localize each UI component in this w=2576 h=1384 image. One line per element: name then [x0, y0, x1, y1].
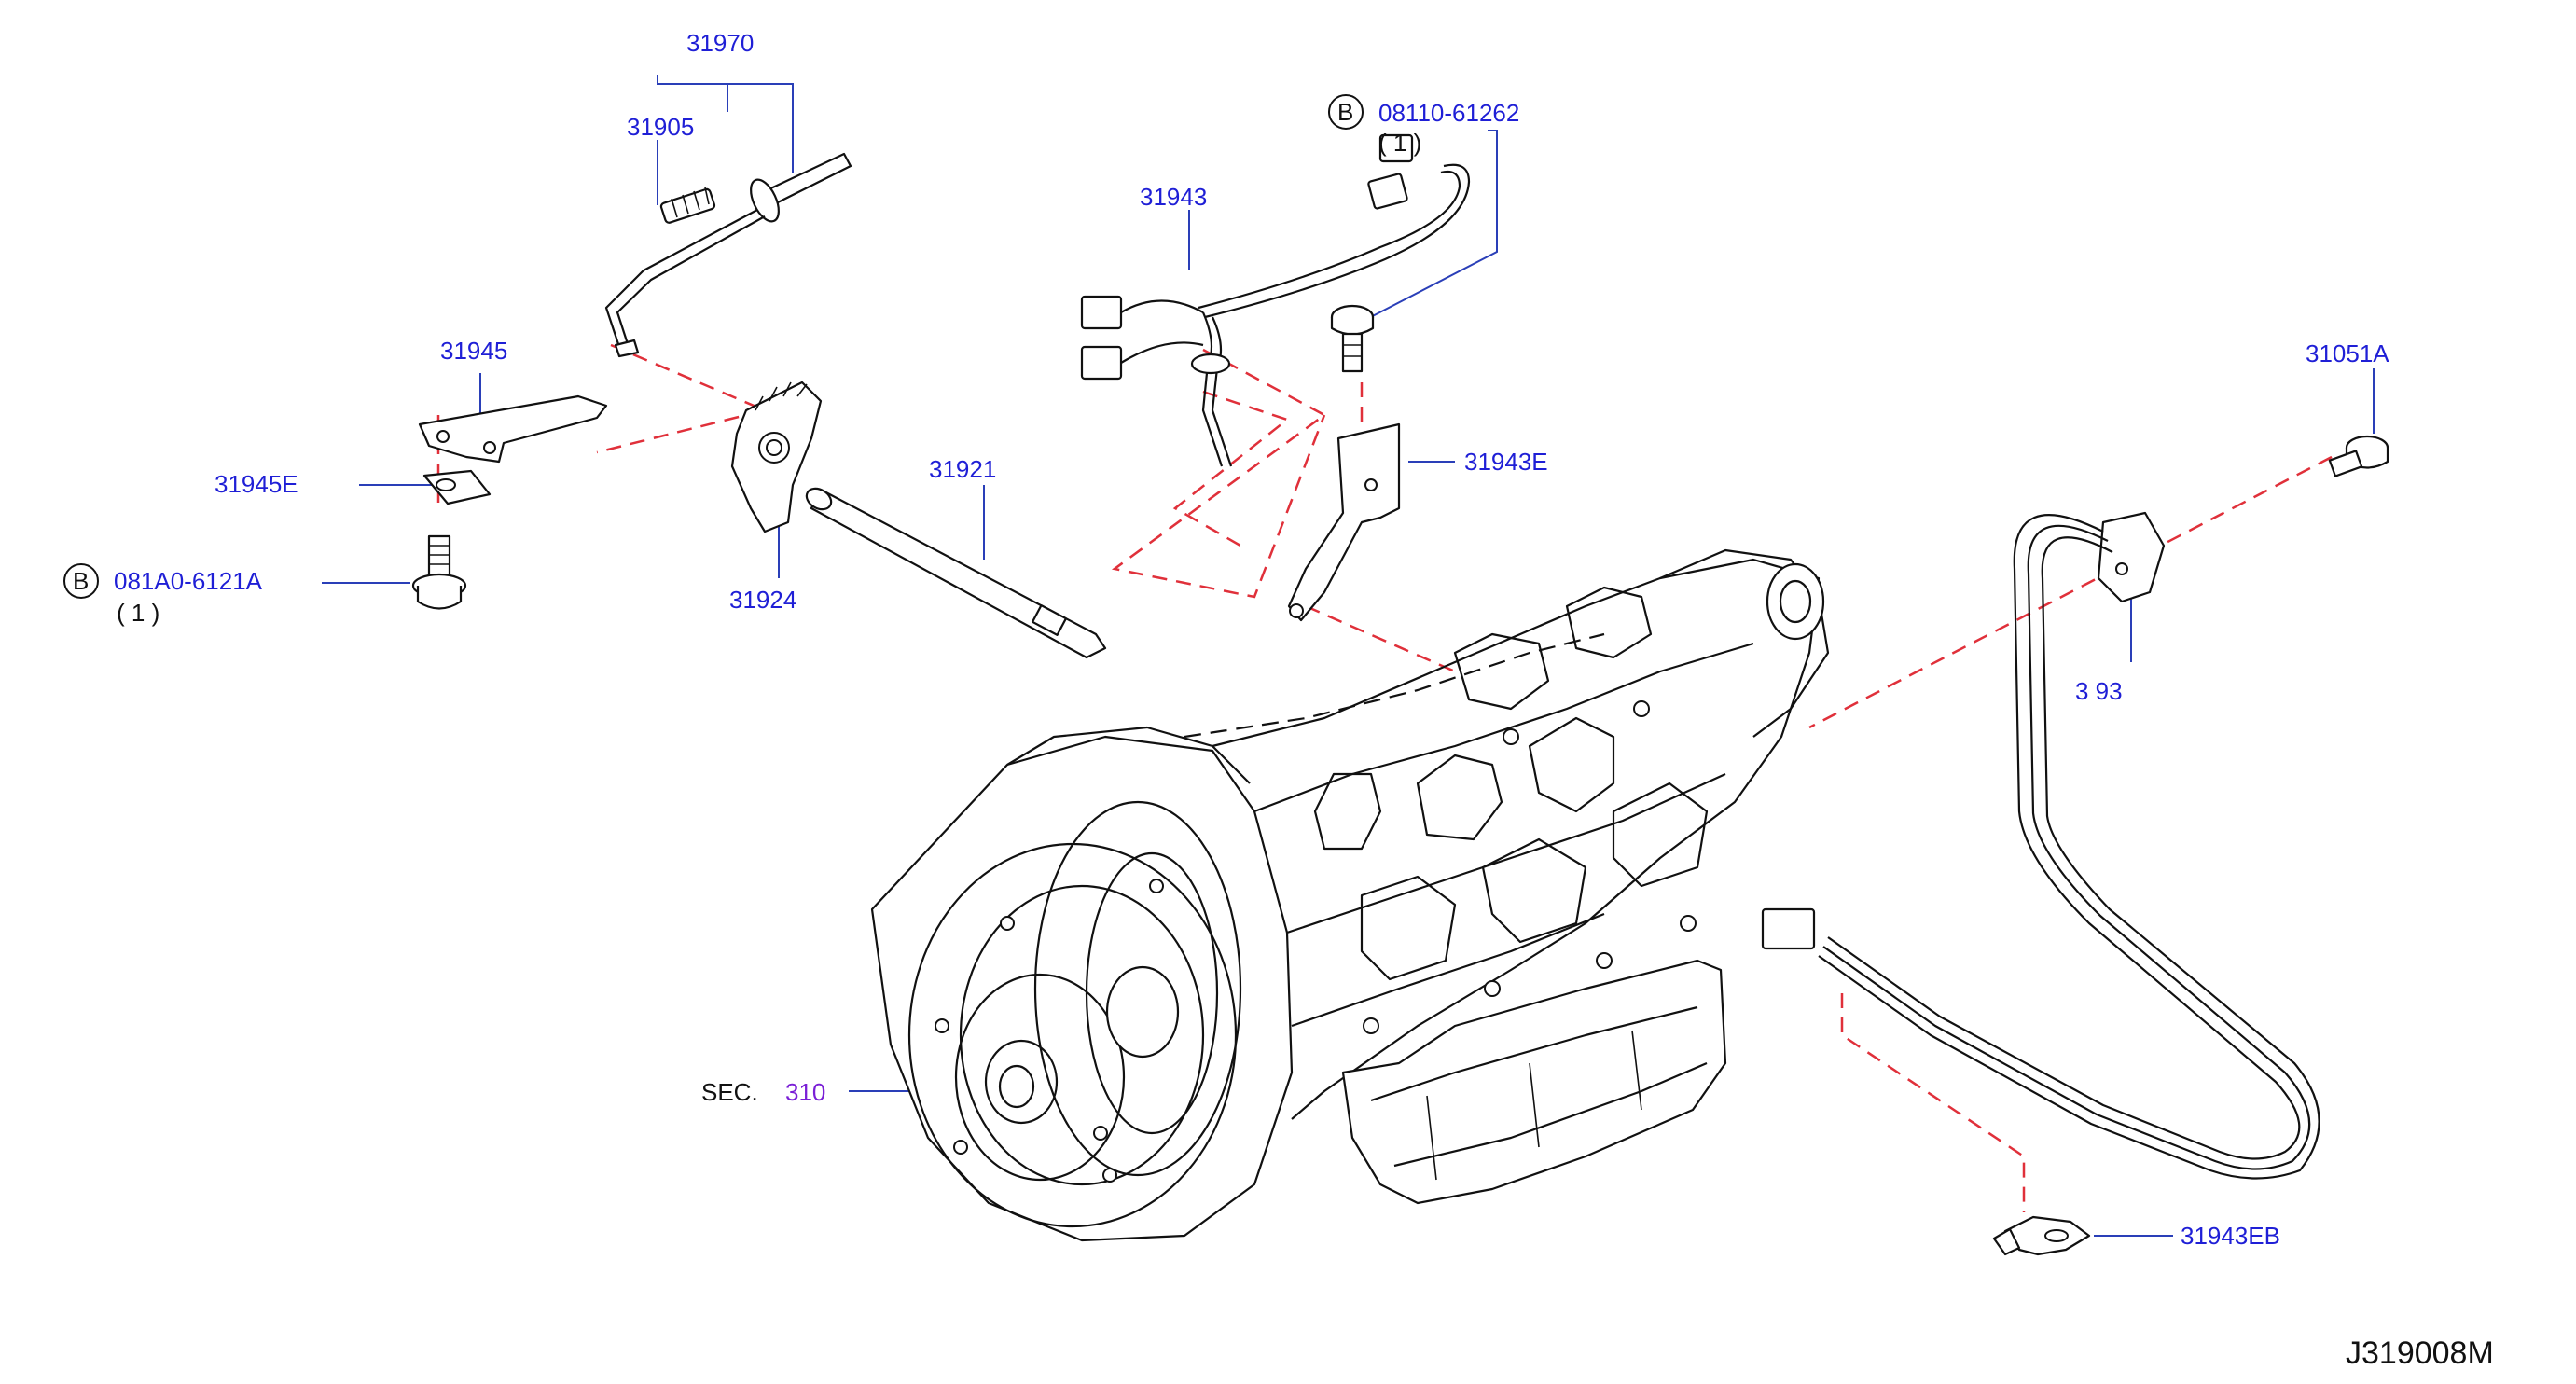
section-ref-prefix: SEC. — [701, 1078, 758, 1106]
callout-081a0-qty: ( 1 ) — [117, 599, 159, 627]
part-31051a-bolt — [2328, 435, 2389, 477]
callout-31943: 31943 — [1140, 183, 1207, 211]
callout-31970: 31970 — [686, 29, 754, 57]
part-31924-manual-plate — [730, 381, 823, 533]
leader-lines — [322, 75, 2375, 1237]
callout-31943e: 31943E — [1464, 448, 1548, 476]
diagram-code: J319008M — [2346, 1336, 2494, 1371]
part-081a0-bolt — [411, 534, 467, 610]
callout-081a0-6121a: 081A0-6121A — [114, 567, 263, 595]
part-31943eb-clip — [1992, 1215, 2091, 1256]
part-31943-harness — [1080, 133, 1471, 467]
section-ref-number: 310 — [785, 1078, 825, 1106]
bolt-symbol-circle-2 — [1328, 94, 1364, 130]
callout-08110-61262: 08110-61262 — [1378, 99, 1519, 127]
callout-31905: 31905 — [627, 113, 694, 141]
callout-31945e: 31945E — [215, 470, 298, 498]
bolt-symbol-circle — [63, 563, 99, 599]
part-3193x-sensor-harness — [1761, 511, 2320, 1180]
callout-31924: 31924 — [729, 586, 796, 614]
part-31943e-bracket — [1287, 422, 1401, 622]
transmission-assembly — [870, 548, 1830, 1242]
callout-3193x: 3 93 — [2075, 677, 2123, 705]
callout-31945: 31945 — [440, 337, 507, 365]
part-labels: 31970 31905 31945 31945E B 081A0-6121A (… — [63, 29, 2494, 1371]
callout-08110-circle-letter: B — [1337, 98, 1353, 126]
part-31945-bracket — [418, 394, 608, 464]
part-31921-shaft — [805, 487, 1107, 659]
part-08110-bolt — [1330, 304, 1375, 373]
callout-31943eb: 31943EB — [2181, 1222, 2280, 1250]
callout-31921: 31921 — [929, 455, 996, 483]
callout-31051a: 31051A — [2306, 339, 2389, 367]
part-31945e-washer — [422, 469, 492, 505]
callout-08110-qty: ( 1 ) — [1378, 129, 1421, 157]
part-31970-rod — [604, 152, 852, 358]
callout-081a0-circle-letter: B — [73, 567, 89, 595]
part-31905-spring — [659, 187, 716, 224]
